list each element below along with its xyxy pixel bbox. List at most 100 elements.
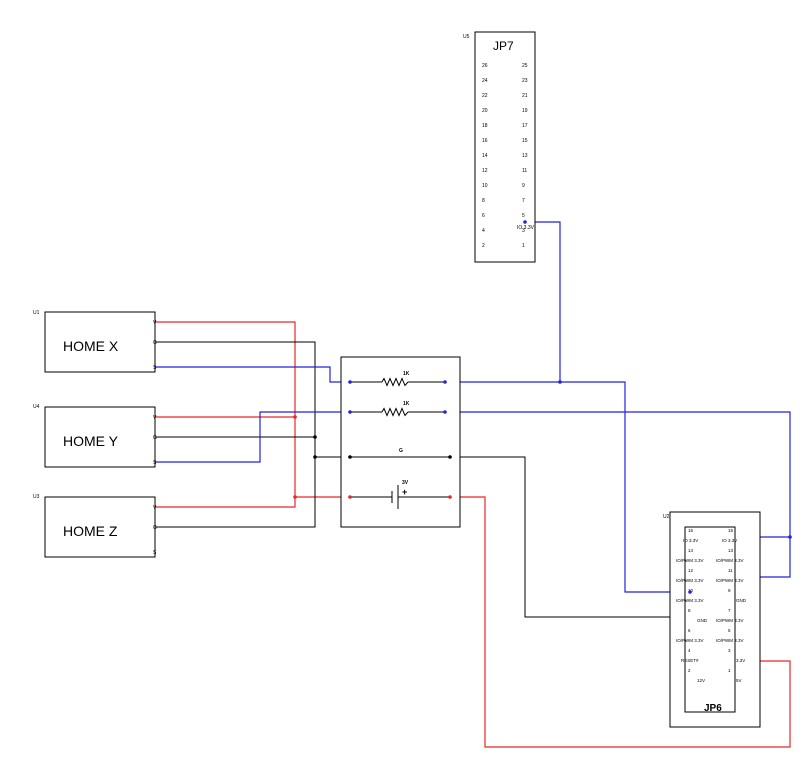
ground-wire — [450, 456, 685, 618]
home-sensor-body — [44, 406, 156, 468]
jp6-pin-label: IO 3.3V — [722, 538, 737, 543]
pin-label-vcc: V — [153, 320, 157, 326]
jp6-pin-number: 15 — [728, 528, 734, 533]
jp7-pin-number: 13 — [522, 153, 528, 159]
ground-wire — [155, 341, 316, 528]
junction-dot — [348, 455, 352, 459]
resistor-1-symbol — [381, 377, 409, 387]
signal-wire-jp7 — [525, 221, 561, 382]
jp7-pin-number: 11 — [522, 168, 527, 174]
jp7-pin-number: 4 — [482, 228, 485, 234]
wires — [155, 221, 791, 748]
signal-wire-x — [155, 366, 350, 383]
refdes-u2: U2 — [663, 514, 670, 520]
junction-dot — [448, 455, 452, 459]
jp6-pin-label: IO 3.3V — [683, 538, 698, 543]
pin-label-vcc: V — [153, 505, 157, 511]
jp6-pin-number: 2 — [688, 668, 691, 673]
jp7-pin-number: 16 — [482, 138, 488, 144]
junction-dot — [558, 380, 562, 384]
jp6-pin-number: 4 — [688, 648, 691, 653]
jp7-pin-number: 10 — [482, 183, 488, 189]
vcc-wire — [155, 321, 296, 508]
jp6-pin-number: 6 — [688, 628, 691, 633]
signal-wire-x — [445, 381, 690, 593]
jp7-pin-number: 12 — [482, 168, 488, 174]
jp6-pin-label: IO/PWM 3.3V — [716, 578, 744, 583]
jp7-pin-number: 5 — [522, 213, 525, 219]
jp7-pin-number: 25 — [522, 63, 528, 69]
jp6-title: JP6 — [704, 703, 722, 714]
jp6-pin-label: GND — [736, 598, 747, 603]
jp6-pin-label: IO/PWM 3.3V — [716, 618, 744, 623]
jp6-pin-label: IO/PWM 3.3V — [676, 578, 704, 583]
jp6-pin-label: 12V — [697, 678, 705, 683]
jp7-pin-number: 22 — [482, 93, 488, 99]
junction-dot — [293, 415, 297, 419]
jp7-pin-number: 15 — [522, 138, 528, 144]
junction-nodes — [293, 220, 792, 594]
jp7-pin-number: 18 — [482, 123, 488, 129]
home-sensor-body — [44, 496, 156, 558]
jp6-pin-number: 8 — [688, 608, 691, 613]
jp6-pin-label: 5V — [736, 678, 742, 683]
junction-dot — [348, 495, 352, 499]
junction-dot — [313, 455, 317, 459]
jp7-pin-number: 1 — [522, 243, 525, 249]
pin-label-ground: G — [153, 525, 157, 531]
refdes-u4: U4 — [33, 404, 40, 410]
junction-dot — [443, 380, 447, 384]
vcc-wire — [450, 496, 791, 748]
jp6-pin-label: 3.3V — [736, 658, 745, 663]
jp7-pin-number: 3 — [522, 228, 525, 234]
junction-dot — [348, 380, 352, 384]
jp6-pin-label: IO/PWM 3.3V — [676, 598, 704, 603]
junction-dot — [523, 220, 527, 224]
home-sensor-z: U3 HOME Z V G S — [33, 494, 157, 558]
ground-label: G — [399, 448, 403, 454]
jp6-pin-number: 16 — [688, 528, 694, 533]
jp6-pin-number: 3 — [728, 648, 731, 653]
pin-label-vcc: V — [153, 415, 157, 421]
battery-plus-sign: + — [402, 487, 407, 497]
home-sensor-body — [44, 311, 156, 373]
junction-dot — [448, 495, 452, 499]
pin-label-signal: S — [153, 460, 157, 466]
pin-label-signal: S — [153, 550, 157, 556]
pin-label-ground: G — [153, 340, 157, 346]
jp6-pin-number: 5 — [728, 628, 731, 633]
jp7-pin-number: 24 — [482, 78, 488, 84]
jp7-pin5-label: IO 3.3V — [517, 225, 535, 231]
jp6-pin-number: 9 — [728, 588, 731, 593]
jp6-pin-number: 11 — [728, 568, 733, 573]
signal-wire-y — [155, 411, 350, 463]
junction-dot — [443, 410, 447, 414]
refdes-u3: U3 — [33, 494, 40, 500]
jp6-pin-label: IO/PWM 3.3V — [716, 638, 744, 643]
jp6-pin-label: IO/PWM 3.3V — [716, 558, 744, 563]
home-sensor-label: HOME Y — [63, 433, 119, 449]
home-sensor-x: U1 HOME X V G S — [33, 310, 157, 373]
jp6-pin-label: IO/PWM 3.3V — [676, 638, 704, 643]
refdes-u1: U1 — [33, 310, 40, 316]
jp7-pin-number: 21 — [522, 93, 528, 99]
junction-dot — [313, 435, 317, 439]
circuit-board-body — [340, 356, 461, 528]
jp7-pin-number: 2 — [482, 243, 485, 249]
jp6-pin-number: 12 — [688, 568, 694, 573]
jp6-pin-number: 1 — [728, 668, 731, 673]
jp7-title: JP7 — [493, 39, 514, 53]
jp7-pin-number: 26 — [482, 63, 488, 69]
refdes-u5: U5 — [463, 34, 470, 40]
jp7-pin-number: 9 — [522, 183, 525, 189]
resistor-1-value: 1K — [403, 371, 410, 377]
resistor-2-value: 1K — [403, 401, 410, 407]
home-sensor-y: U4 HOME Y V G S — [33, 404, 157, 468]
circuit-board: 1K 1K G 3V + — [340, 356, 461, 528]
jp7-pin-number: 14 — [482, 153, 488, 159]
resistor-2-symbol — [381, 407, 409, 417]
junction-dot — [293, 495, 297, 499]
jp7-pin-number: 8 — [482, 198, 485, 204]
